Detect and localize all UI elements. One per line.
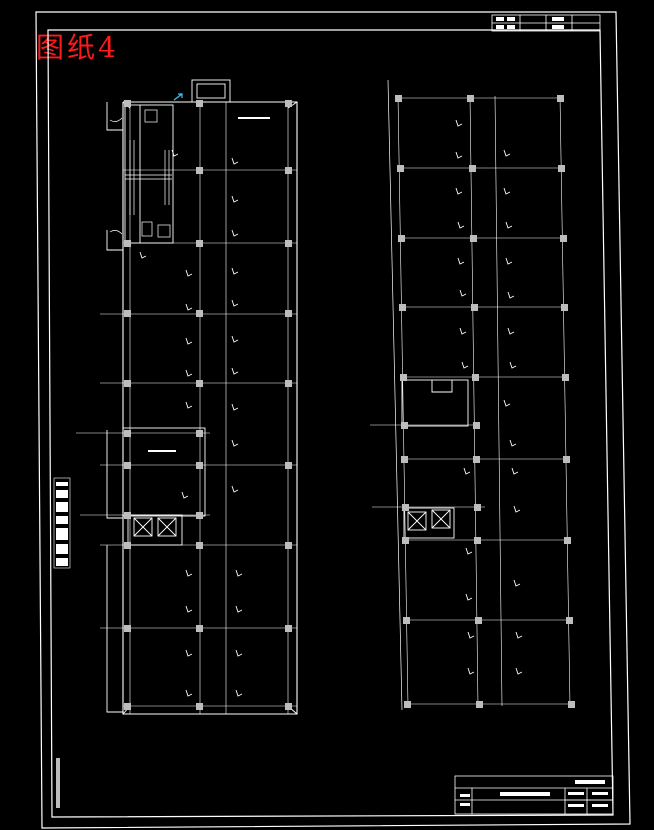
left-notes-strip [53, 477, 71, 808]
notes-text-blocks [56, 482, 68, 566]
right-column-markers [395, 95, 575, 708]
inner-frame [47, 29, 614, 818]
outer-frame [35, 11, 631, 829]
right-service-core [401, 379, 469, 427]
left-light-fixtures [139, 149, 243, 697]
right-light-fixtures [455, 119, 523, 675]
right-grid-lines [370, 95, 572, 707]
binding-strip [56, 758, 60, 808]
left-core-detail [109, 109, 172, 238]
right-elevator-core [403, 507, 455, 539]
right-floor-plan [370, 79, 572, 711]
north-arrow-icon [173, 93, 183, 101]
sheet-label: 图纸4 [36, 31, 119, 64]
left-floor-plan [76, 79, 298, 715]
top-title-block [491, 14, 601, 32]
stair-core-top [191, 79, 231, 103]
left-grid-lines [76, 102, 297, 714]
bottom-title-block [454, 775, 614, 815]
left-column-markers [124, 100, 292, 710]
drawing-frame [35, 11, 631, 829]
elevator-core [127, 514, 183, 546]
